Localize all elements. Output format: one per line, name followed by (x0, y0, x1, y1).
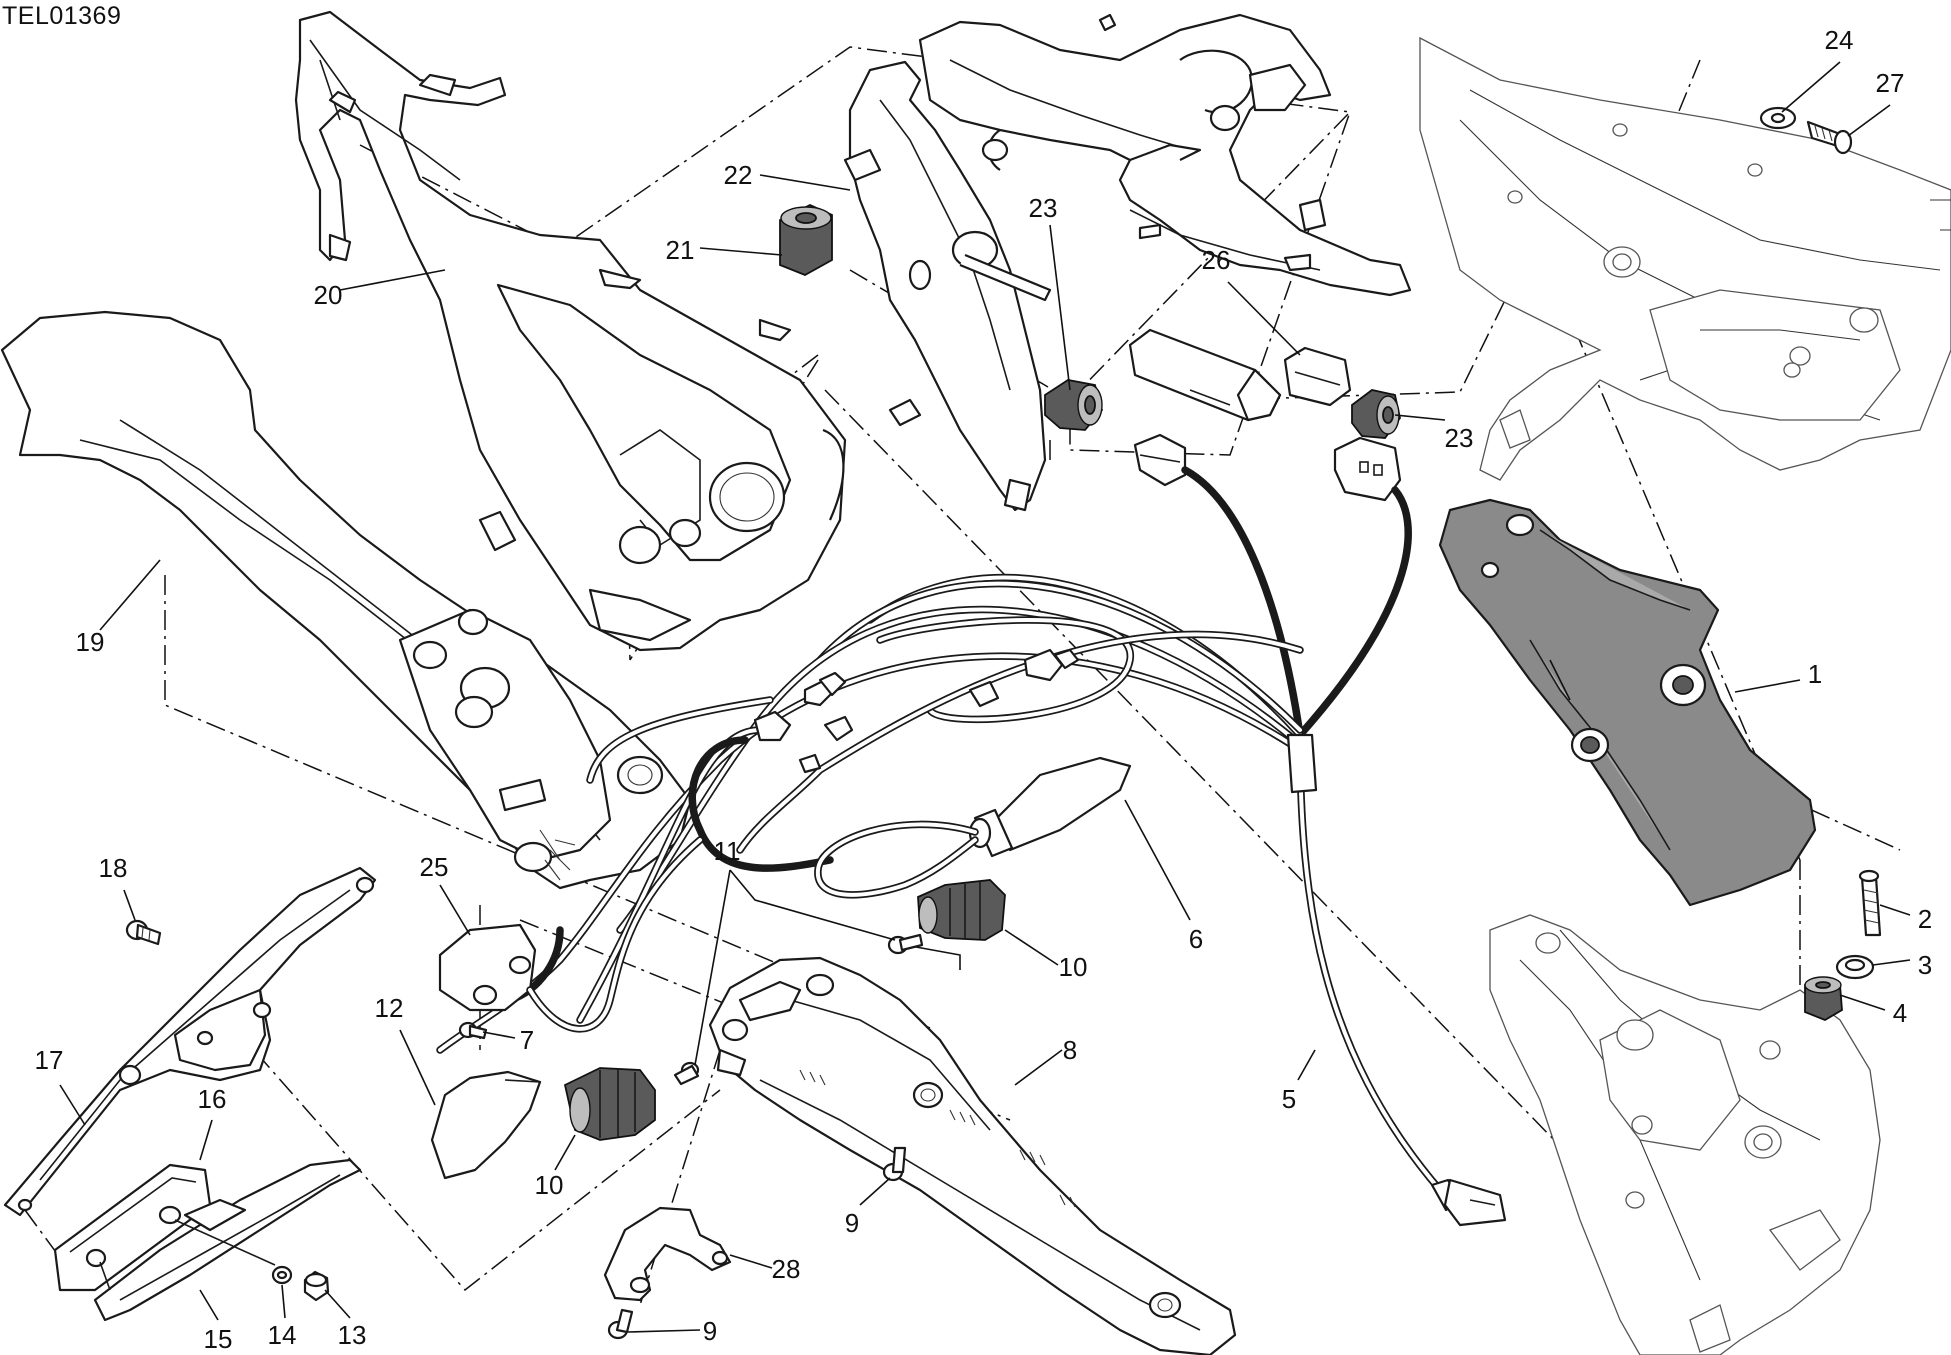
part-2-bolt (1858, 869, 1882, 937)
callout-label-18: 18 (99, 853, 128, 883)
callout-label-4: 4 (1893, 998, 1907, 1028)
part-27-screw (1806, 120, 1853, 155)
part-6-turn-indicator (814, 756, 1132, 899)
part-24-washer (1759, 106, 1797, 130)
part-26-connector (1283, 346, 1352, 407)
leader-lines (59, 61, 1911, 1333)
part-28-bracket (603, 1206, 732, 1302)
callout-label-20: 20 (314, 280, 343, 310)
part-1-grey-cover (1438, 498, 1817, 907)
part-11-screw-lower (673, 1061, 700, 1086)
tail-rear-frame (918, 13, 1412, 297)
callout-label-13: 13 (338, 1320, 367, 1350)
lower-subframe-detail (1489, 914, 1881, 1355)
part-18-screw (125, 919, 162, 946)
callout-label-17: 17 (35, 1045, 64, 1075)
callout-label-9a: 9 (845, 1208, 859, 1238)
part-4-grommet (1804, 976, 1843, 1021)
part-11-screw (887, 933, 924, 955)
callout-label-2: 2 (1918, 904, 1932, 934)
part-25-license-light (438, 836, 704, 1033)
rear-subframe-detail (1419, 36, 1951, 481)
part-8-plate-holder (708, 956, 1237, 1355)
callout-label-1: 1 (1808, 659, 1822, 689)
part-10-rubber-boot-lower (563, 1067, 656, 1141)
small-plug-connector (1133, 433, 1187, 487)
callout-label-16: 16 (198, 1084, 227, 1114)
part-22-vertical-bracket (843, 60, 1052, 512)
callout-label-11: 11 (714, 836, 741, 866)
drawing-code: TEL01369 (2, 2, 122, 30)
callout-label-8: 8 (1063, 1035, 1077, 1065)
part-15-plate-support (85, 1158, 362, 1322)
callout-label-24: 24 (1825, 25, 1854, 55)
part-20-upper-frame (294, 10, 847, 682)
part-9-screw-upper (882, 1146, 907, 1182)
callout-label-23a: 23 (1029, 193, 1058, 223)
part-19-lower-frame (0, 310, 692, 890)
part-21-grommet (779, 204, 833, 276)
part-17-plate-arm (3, 866, 377, 1217)
callout-label-14: 14 (268, 1320, 297, 1350)
part-12-turn-indicator (430, 1070, 542, 1180)
callout-label-27: 27 (1876, 68, 1905, 98)
part-13-nut (303, 1270, 330, 1302)
plug-connector (1333, 436, 1402, 502)
callout-label-23b: 23 (1445, 423, 1474, 453)
part-3-washer (1835, 954, 1875, 980)
callout-label-19: 19 (76, 627, 105, 657)
part-23-grommet-left (1044, 379, 1103, 431)
callout-label-22: 22 (724, 160, 753, 190)
callout-label-5: 5 (1282, 1084, 1296, 1114)
part-10-rubber-boot-upper (904, 879, 1006, 970)
callout-label-12: 12 (375, 993, 404, 1023)
callout-label-28: 28 (772, 1254, 801, 1284)
callout-label-26: 26 (1202, 245, 1231, 275)
callout-label-25: 25 (420, 852, 449, 882)
callout-label-9b: 9 (703, 1316, 717, 1346)
callout-label-3: 3 (1918, 950, 1932, 980)
part-9-screw-lower (607, 1308, 634, 1340)
callout-label-10b: 10 (535, 1170, 564, 1200)
callout-label-6: 6 (1189, 924, 1203, 954)
callout-label-15: 15 (204, 1324, 233, 1354)
connector-housing (1128, 328, 1282, 422)
callout-label-10a: 10 (1059, 952, 1088, 982)
harness-connectors (753, 648, 1080, 774)
part-14-washer (271, 1265, 293, 1285)
callout-label-21: 21 (666, 235, 695, 265)
part-7-screw (458, 1021, 488, 1040)
callout-label-7: 7 (520, 1025, 534, 1055)
part-23-grommet-right (1351, 389, 1401, 439)
